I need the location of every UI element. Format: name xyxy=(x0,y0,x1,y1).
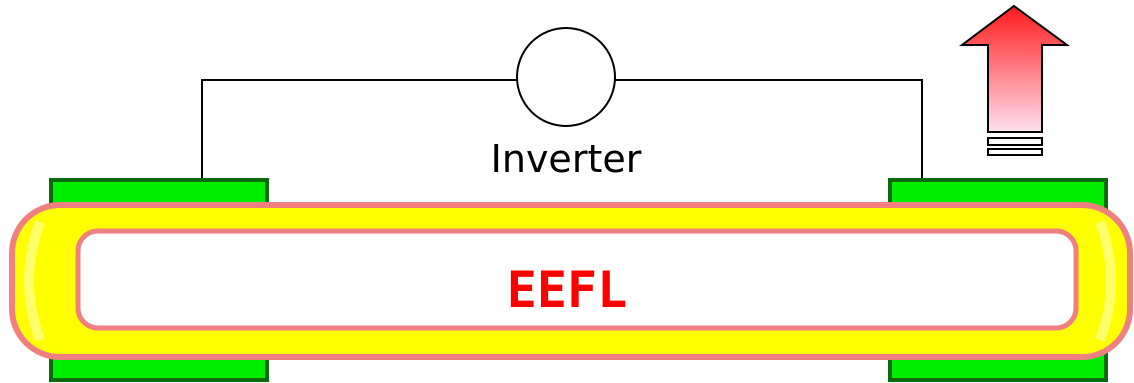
inverter-label: Inverter xyxy=(491,137,642,181)
up-arrow-icon xyxy=(959,4,1071,156)
lamp-tube-left-cap xyxy=(24,220,45,342)
inverter-icon xyxy=(516,27,616,127)
left-wire xyxy=(201,79,517,180)
lamp-tube-inner xyxy=(75,228,1079,331)
lamp-tube-right-cap xyxy=(1095,220,1116,342)
lamp-label: EEFL xyxy=(507,261,627,319)
right-wire xyxy=(615,79,923,180)
